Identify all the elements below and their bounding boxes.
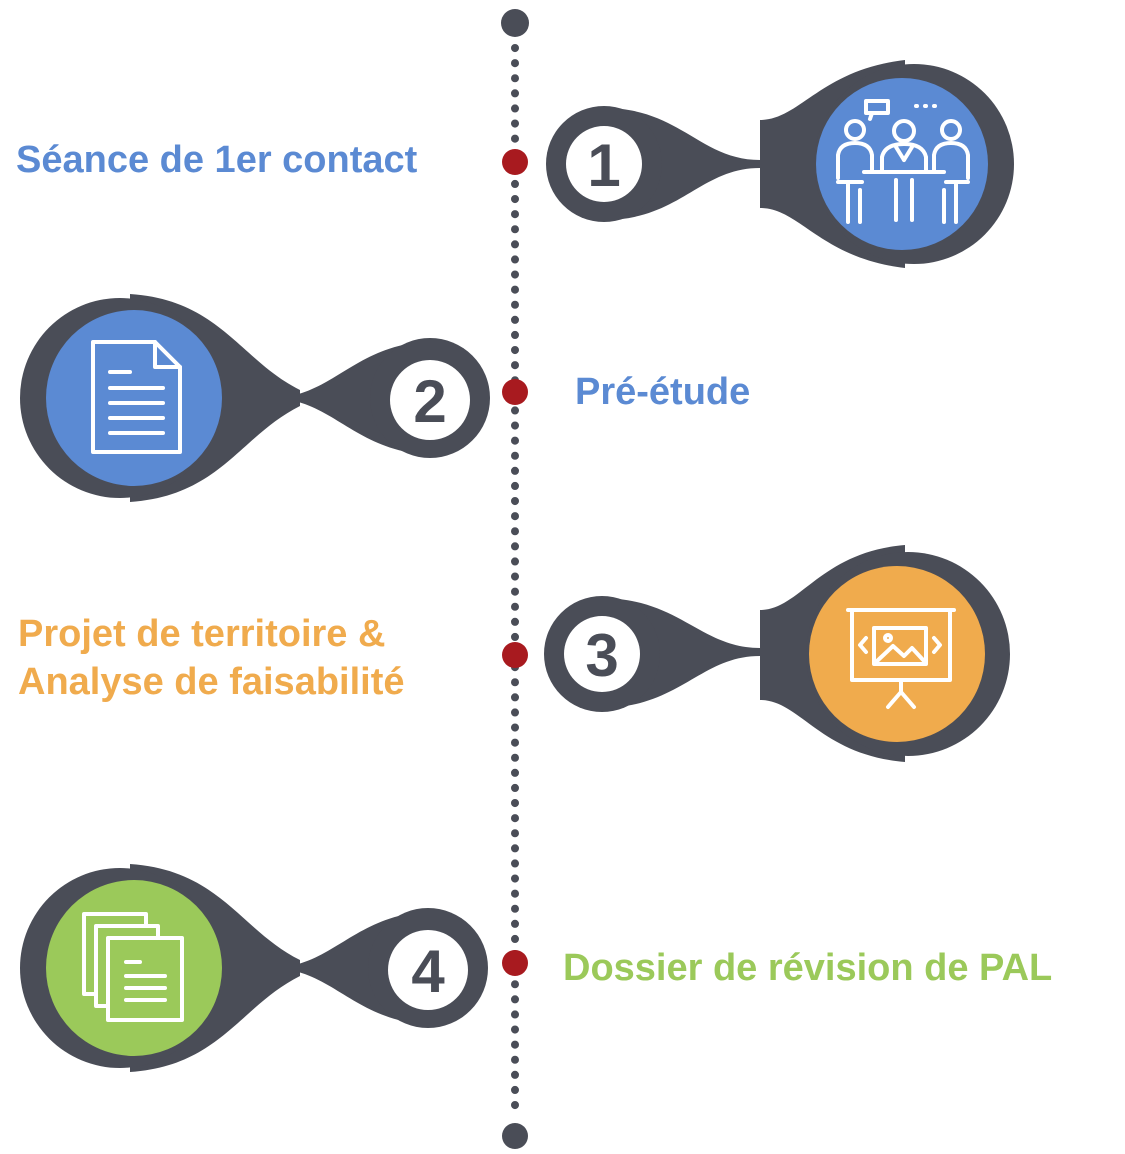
step-1-node: 1 [546,60,1014,268]
step-1-icon-circle [816,78,988,250]
step-number-1: 1 [587,132,620,199]
step-3-marker [502,642,528,668]
step-4-label: Dossier de révision de PAL [563,947,1053,989]
step-1-label: Séance de 1er contact [16,139,418,181]
presentation-icon [846,608,956,709]
step-2-marker [502,379,528,405]
step-number-3: 3 [585,622,618,689]
step-3-label: Projet de territoire & Analyse de faisab… [18,610,405,706]
step-3-icon-circle [809,566,985,742]
step-2-label: Pré-étude [575,371,751,413]
timeline-track [501,9,529,1149]
documents-stack-icon [82,912,184,1022]
step-2-node: 2 [20,294,490,502]
step-4-marker [502,950,528,976]
meeting-icon [836,99,970,224]
step-3-label-line-1: Projet de territoire & [18,613,386,655]
step-number-2: 2 [413,368,446,435]
step-4-node: 4 [20,864,488,1072]
step-number-4: 4 [411,938,445,1005]
document-icon [91,340,182,454]
step-1-marker [502,149,528,175]
step-3-node: 3 [544,545,1010,762]
step-3-label-line-2: Analyse de faisabilité [18,661,405,703]
step-2-icon-circle [46,310,222,486]
